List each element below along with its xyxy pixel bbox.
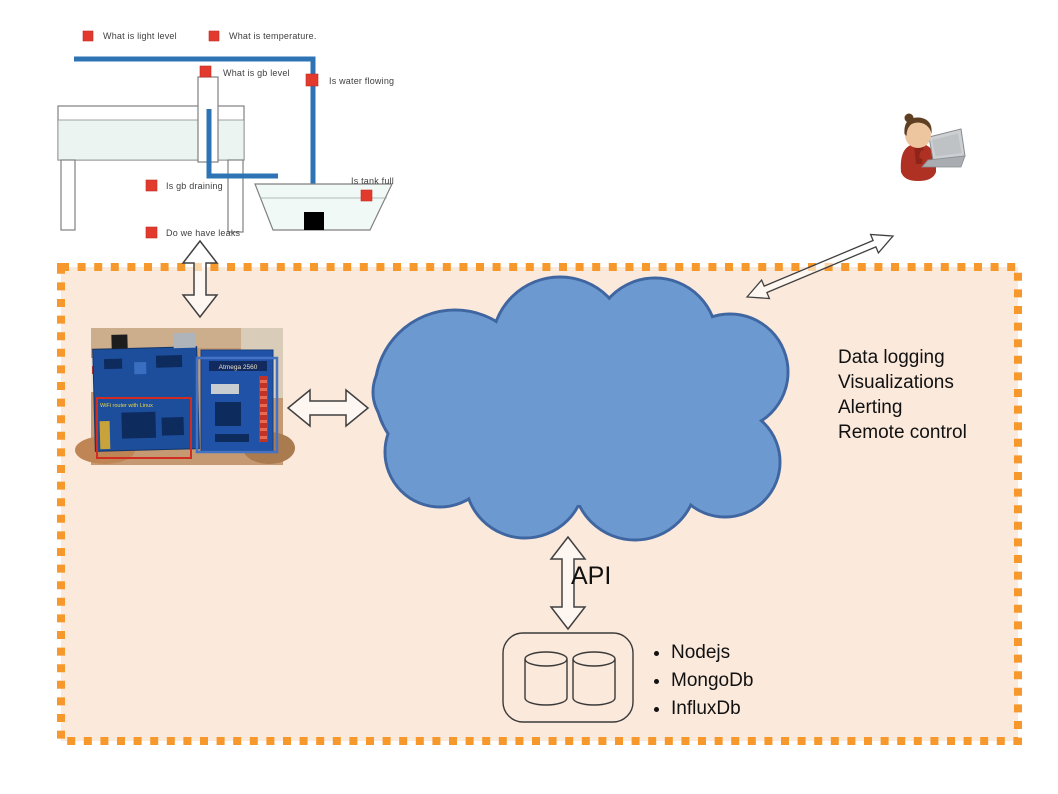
cloud-services-list: Data logging Visualizations Alerting Rem…: [838, 345, 967, 445]
database-stack-list: Nodejs MongoDb InfluxDb: [650, 639, 753, 723]
arrow-cloud-user: [745, 233, 895, 300]
sensor-label-water-flowing: Is water flowing: [329, 76, 395, 86]
sensor-label-leaks: Do we have leaks: [166, 228, 241, 238]
database-stack-item: MongoDb: [671, 667, 753, 695]
laptop-icon: [921, 128, 966, 168]
fish-tank: [254, 183, 393, 231]
cloud-service-item: Data logging: [838, 347, 945, 368]
sensor-marker-tank-full: [360, 189, 373, 202]
atmega-label-band: [209, 361, 267, 371]
database-container: [502, 632, 634, 723]
sensor-label-gb-draining: Is gb draining: [166, 181, 223, 191]
arrow-cloud-database: [549, 535, 587, 631]
sensor-label-gb-level: What is gb level: [223, 68, 290, 78]
drain-pipe: [206, 109, 278, 179]
wifi-router-outline: [96, 397, 192, 459]
api-label: API: [571, 562, 612, 590]
bed-leg-left: [60, 159, 76, 231]
db-cylinder-left: [524, 651, 568, 706]
database-box: [502, 632, 634, 723]
user-hair: [904, 117, 932, 136]
water-pump: [304, 212, 324, 230]
sensor-marker-gb-level: [199, 65, 212, 78]
atmega-board-label: Atmega 2560: [219, 364, 258, 371]
gateway-photo: Atmega 2560 WiFi router with Linux: [75, 328, 295, 465]
cloud-service-item: Alerting: [838, 397, 903, 418]
sensor-label-tank-full: Is tank full: [351, 176, 394, 186]
aquaponics-sketch: [57, 30, 393, 239]
sensor-label-temperature: What is temperature.: [229, 31, 317, 41]
wifi-router-label: WiFi router with Linux: [100, 403, 153, 409]
cloud-service-item: Visualizations: [838, 372, 954, 393]
cloud-service-item: Remote control: [838, 422, 967, 443]
sensor-marker-gb-draining: [145, 179, 158, 192]
database-stack-item: Nodejs: [671, 639, 753, 667]
sensor-marker-leaks: [145, 226, 158, 239]
database-stack-item: InfluxDb: [671, 695, 753, 723]
arrow-sensors-gateway: [181, 239, 219, 319]
user-head: [905, 122, 931, 148]
cloud-shape: [371, 275, 790, 542]
arrow-gateway-cloud: [286, 388, 370, 428]
sensor-label-light: What is light level: [103, 31, 177, 41]
db-cylinder-right: [572, 651, 616, 706]
bed-leg-right: [227, 159, 244, 233]
supply-pipe: [74, 56, 316, 214]
sensor-marker-temperature: [208, 30, 220, 42]
sensor-marker-light: [82, 30, 94, 42]
sensor-marker-water-flowing: [305, 73, 319, 87]
atmega-outline: [195, 356, 279, 454]
user-icon: [900, 113, 966, 181]
